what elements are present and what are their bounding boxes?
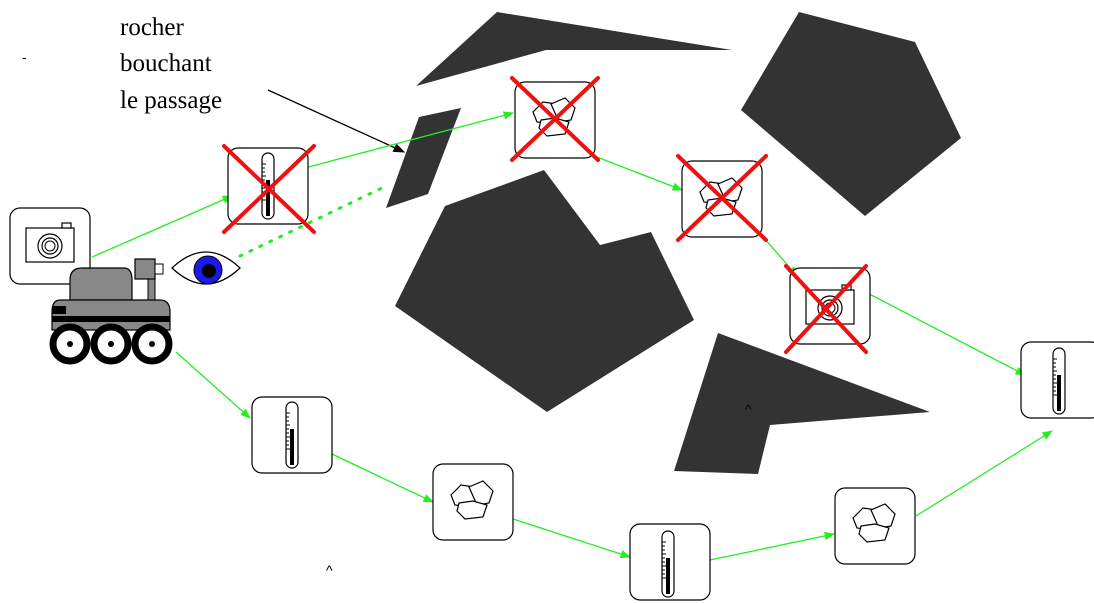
camera-icon (25, 222, 75, 263)
rock-top (416, 12, 732, 86)
rock-blocking-passage (386, 108, 461, 208)
annotation-line-1: rocher (120, 14, 185, 41)
rover-icon (49, 258, 173, 365)
replanned-path (175, 351, 1053, 561)
cancelled-rocks-card-2 (676, 154, 768, 242)
annotation-arrow (267, 89, 406, 153)
stray-caret-2: ^ (326, 562, 333, 578)
thermometer-icon (661, 530, 675, 598)
rock-bottom-right (674, 333, 930, 474)
cancel-cross-icon (222, 144, 316, 234)
eye-icon (171, 251, 241, 285)
rock-top-right (741, 12, 961, 216)
stray-dash: - (22, 49, 27, 65)
annotation-line-2: bouchant (120, 50, 212, 77)
cancel-cross-icon (676, 154, 768, 242)
goal-thermometer-card (1020, 341, 1094, 419)
obstacles (386, 12, 961, 474)
stray-caret-1: ^ (745, 401, 752, 417)
camera-task-card (9, 207, 91, 285)
cancelled-thermometer-card (222, 144, 316, 234)
thermometer-icon (285, 401, 299, 469)
cancel-cross-icon (510, 76, 600, 162)
cancel-cross-icon (784, 264, 868, 354)
cancelled-rocks-card-1 (510, 76, 600, 162)
rock-center (395, 170, 694, 412)
new-thermometer-card-2 (629, 523, 711, 601)
new-rocks-card-1 (432, 463, 514, 541)
cancelled-camera-card (784, 264, 871, 354)
annotation-line-3: le passage (120, 87, 222, 114)
new-rocks-card-2 (834, 487, 916, 565)
vision-ray (238, 184, 388, 258)
thermometer-icon (1052, 347, 1066, 415)
new-thermometer-card-1 (251, 396, 333, 474)
